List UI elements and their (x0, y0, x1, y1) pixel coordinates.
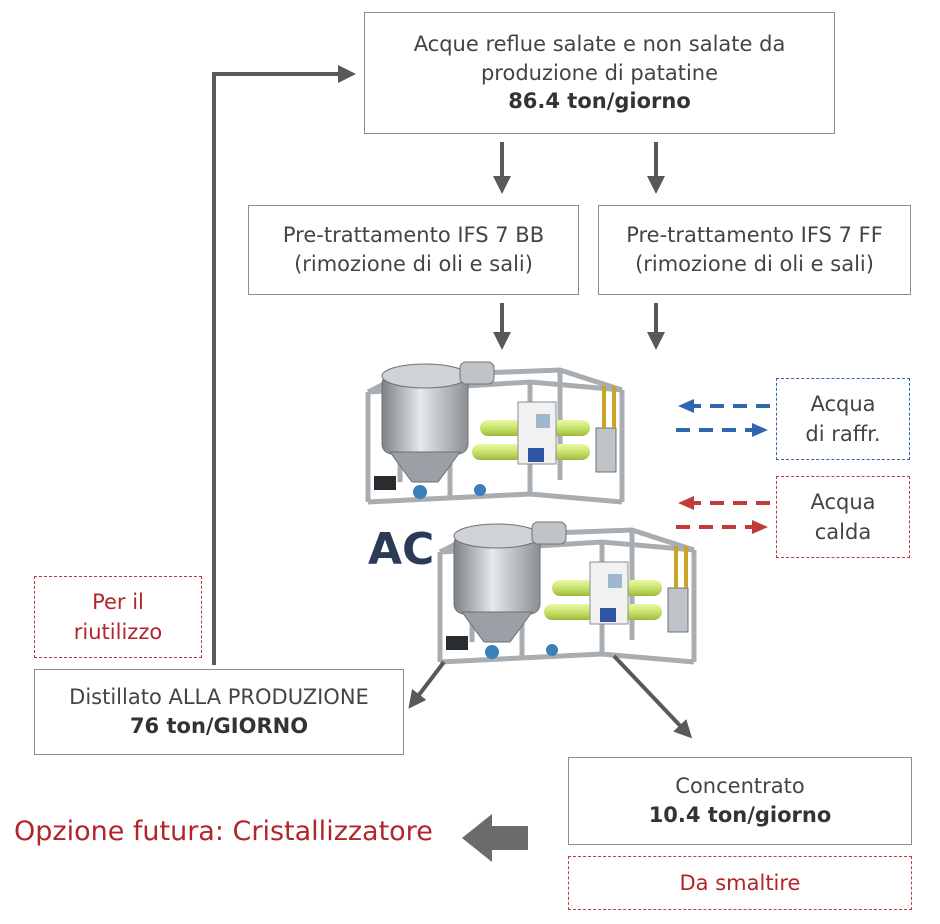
reuse-line2: riutilizzo (73, 620, 163, 644)
recycle-arrow (212, 65, 356, 665)
hot-water-line1: Acqua (810, 489, 876, 514)
distillate-title: Distillato ALLA PRODUZIONE (69, 685, 369, 710)
arrow-to-concentrate (612, 654, 693, 739)
concentrate-title: Concentrato (675, 774, 805, 799)
pretreatment-ff-subtitle: (rimozione di oli e sali) (635, 252, 874, 276)
concentrate-box: Concentrato 10.4 ton/giorno (568, 757, 912, 845)
reuse-box: Per il riutilizzo (34, 576, 202, 658)
future-option-label: Opzione futura: Cristallizzatore (14, 816, 433, 847)
pretreatment-bb-title: Pre-trattamento IFS 7 BB (282, 223, 545, 248)
arrow-to-distillate (408, 660, 446, 709)
cooling-water-line2: di raffr. (805, 422, 881, 446)
evaporator-unit-lower-illustration (437, 521, 697, 665)
concentrate-flow-value: 10.4 ton/giorno (648, 803, 832, 827)
disposal-box: Da smaltire (568, 856, 912, 910)
wastewater-title-line1: Acque reflue salate e non salate da (413, 31, 786, 56)
pretreatment-bb-subtitle: (rimozione di oli e sali) (294, 252, 533, 276)
disposal-label: Da smaltire (679, 870, 801, 895)
cooling-water-box: Acqua di raffr. (776, 378, 910, 460)
reuse-line1: Per il (92, 589, 144, 614)
distillate-flow-value: 76 ton/GIORNO (129, 714, 309, 738)
evaporator-unit-upper-illustration (365, 361, 625, 505)
wastewater-title-line2: produzione di patatine (480, 60, 719, 85)
pretreatment-ff-box: Pre-trattamento IFS 7 FF (rimozione di o… (598, 205, 911, 295)
unit-label-ac: AC (368, 524, 435, 575)
pretreatment-bb-box: Pre-trattamento IFS 7 BB (rimozione di o… (248, 205, 579, 295)
cooling-water-line1: Acqua (810, 391, 876, 416)
hot-water-line2: calda (814, 520, 872, 544)
pretreatment-ff-title: Pre-trattamento IFS 7 FF (626, 223, 883, 248)
wastewater-flow-value: 86.4 ton/giorno (508, 89, 691, 114)
hot-water-box: Acqua calda (776, 476, 910, 558)
wastewater-input-box: Acque reflue salate e non salate da prod… (364, 12, 835, 134)
distillate-box: Distillato ALLA PRODUZIONE 76 ton/GIORNO (34, 669, 404, 755)
future-option-block-arrow (462, 814, 528, 862)
